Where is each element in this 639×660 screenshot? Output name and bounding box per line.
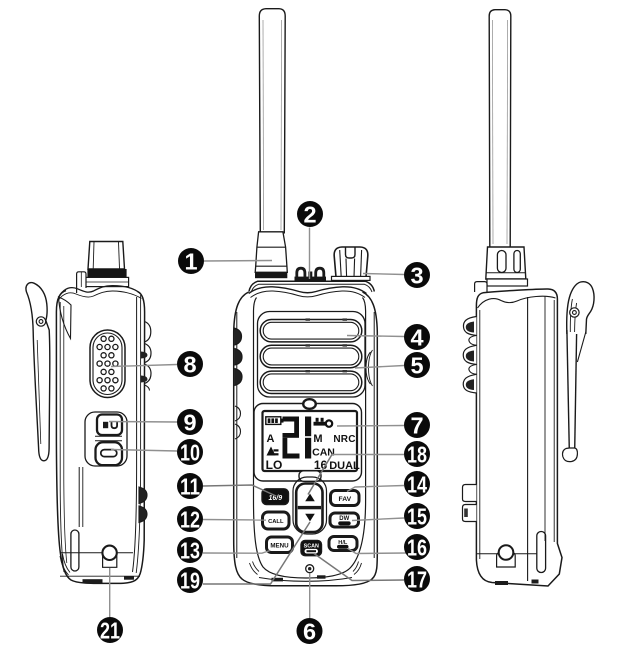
svg-text:6: 6	[303, 619, 316, 645]
svg-text:SCAN: SCAN	[304, 544, 319, 550]
svg-text:5: 5	[410, 353, 423, 379]
svg-text:A: A	[267, 433, 275, 445]
svg-text:NRC: NRC	[333, 434, 355, 445]
svg-text:DUAL: DUAL	[329, 460, 360, 472]
svg-text:17: 17	[407, 567, 427, 593]
svg-text:CALL: CALL	[268, 519, 284, 525]
svg-text:18: 18	[407, 442, 427, 468]
svg-text:1: 1	[184, 249, 197, 275]
svg-text:7: 7	[410, 413, 423, 439]
svg-text:DW: DW	[339, 516, 349, 522]
svg-text:LO: LO	[266, 458, 283, 472]
svg-text:3: 3	[410, 263, 423, 289]
svg-text:16: 16	[407, 535, 427, 561]
svg-text:15: 15	[407, 504, 427, 530]
svg-text:MENU: MENU	[270, 543, 289, 550]
svg-text:19: 19	[180, 568, 200, 594]
svg-text:8: 8	[183, 352, 196, 378]
svg-text:M: M	[313, 433, 322, 445]
svg-text:H/L: H/L	[338, 540, 348, 546]
svg-text:CAN: CAN	[312, 447, 335, 459]
svg-text:FAV: FAV	[338, 496, 351, 503]
svg-text:11: 11	[180, 474, 200, 500]
svg-text:13: 13	[180, 538, 200, 564]
svg-text:9: 9	[183, 410, 196, 436]
svg-text:21: 21	[100, 618, 120, 644]
svg-text:10: 10	[180, 440, 200, 466]
svg-text:12: 12	[180, 507, 200, 533]
svg-text:16/9: 16/9	[268, 495, 282, 502]
svg-text:14: 14	[407, 472, 427, 498]
svg-text:4: 4	[410, 325, 423, 351]
svg-text:2: 2	[303, 202, 316, 228]
